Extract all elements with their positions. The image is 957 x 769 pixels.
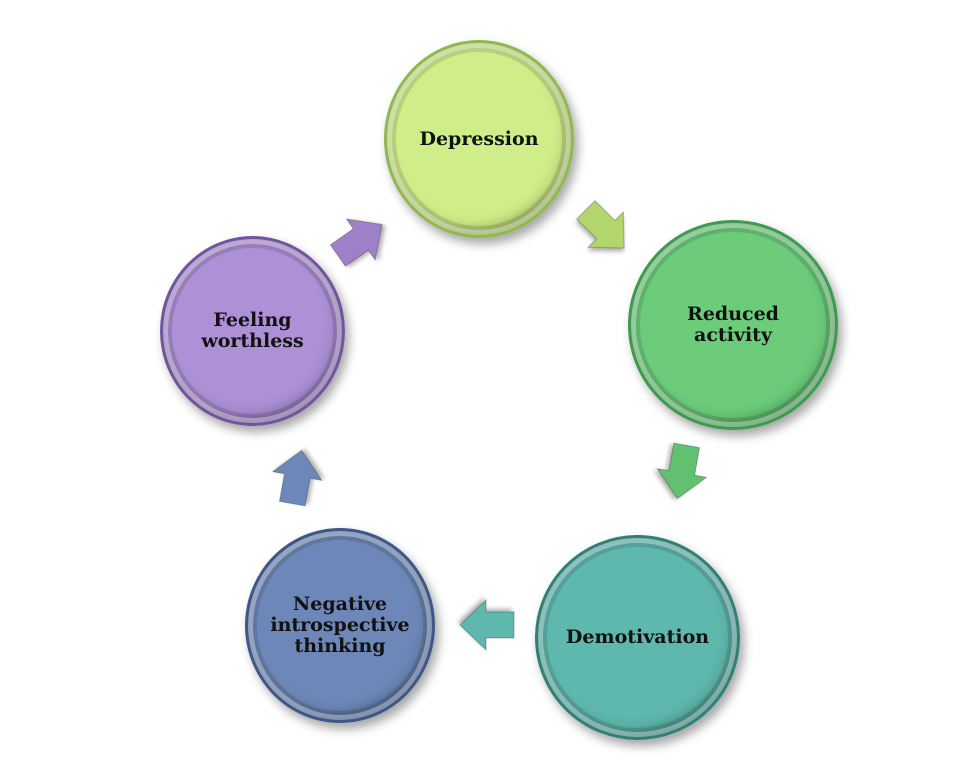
node-label: Feeling worthless — [201, 309, 304, 352]
arrow-reduced-activity-to-demotivation — [651, 441, 714, 504]
node-label: Reduced activity — [687, 303, 779, 346]
node-label: Negative introspective thinking — [270, 593, 410, 657]
arrow-feeling-worthless-to-depression — [322, 202, 397, 277]
node-label: Demotivation — [565, 626, 710, 648]
arrow-depression-to-reduced-activity — [567, 191, 643, 267]
node-feeling-worthless: Feeling worthless — [160, 236, 345, 426]
node-reduced-activity: Reduced activity — [628, 220, 838, 430]
node-depression: Depression — [384, 40, 574, 238]
node-negative-introspective-thinking: Negative introspective thinking — [245, 528, 435, 723]
arrow-negative-thinking-to-feeling-worthless — [266, 446, 329, 509]
arrow-demotivation-to-negative-thinking — [459, 598, 515, 652]
node-label: Depression — [419, 127, 539, 150]
node-demotivation: Demotivation — [535, 535, 740, 740]
